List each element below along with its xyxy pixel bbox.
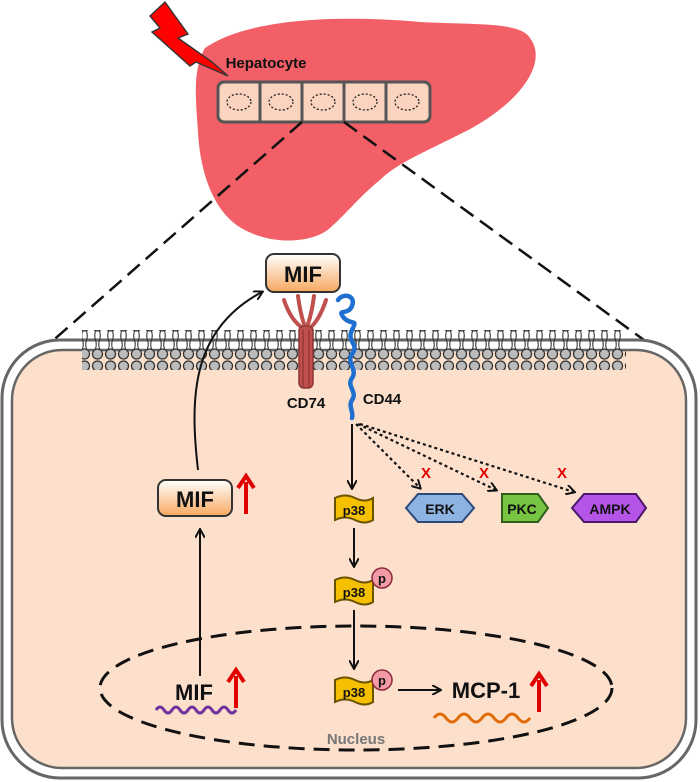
- cell-body: [10, 348, 688, 770]
- up-arrow-icon: [226, 666, 246, 708]
- nucleus: [98, 624, 614, 752]
- hepatocyte-cells: [216, 80, 432, 124]
- zoom-line-left: [7, 121, 303, 381]
- block-x-icon: X: [479, 465, 489, 482]
- block-x-icon: X: [421, 465, 431, 482]
- hepatocyte-label: Hepatocyte: [226, 55, 307, 72]
- mif-nuclear-label: MIF: [175, 680, 213, 705]
- up-arrow-icon: [236, 472, 256, 514]
- cd74-label: CD74: [287, 395, 326, 412]
- mcp1-label: MCP-1: [452, 678, 520, 703]
- pkc-node: [501, 493, 550, 523]
- cd74-receptor: [282, 294, 328, 389]
- mif-extracellular-label: MIF: [284, 262, 322, 287]
- phosphate-icon: [371, 669, 393, 691]
- p38-phospho-node: [334, 576, 374, 606]
- arrow-mif-secretion: [193, 292, 263, 471]
- lightning-bolt-icon: [149, 0, 229, 77]
- cd44-receptor: [335, 293, 357, 421]
- phosphate-label: p: [378, 673, 386, 688]
- mcp1-mrna-icon: [432, 712, 532, 724]
- p38-node: [334, 494, 374, 524]
- ampk-node: [570, 493, 648, 523]
- mif-mrna-icon: [154, 705, 238, 715]
- arrow-cd44-to-pkc: [357, 423, 496, 490]
- phosphate-icon: [371, 567, 393, 589]
- phosphate-label: p: [378, 571, 386, 586]
- erk-label: ERK: [425, 501, 455, 517]
- arrow-cd44-to-ampk: [359, 422, 574, 492]
- p38-label: p38: [343, 685, 365, 700]
- liver-shape: [195, 18, 536, 241]
- nucleus-label: Nucleus: [327, 731, 385, 748]
- pkc-label: PKC: [507, 501, 537, 517]
- p38-nuclear-node: [334, 676, 374, 706]
- p38-label: p38: [343, 503, 365, 518]
- mif-extracellular-box: [265, 253, 341, 293]
- liver: [195, 18, 536, 241]
- erk-node: [404, 493, 476, 523]
- block-x-icon: X: [557, 465, 567, 482]
- mif-cytoplasm-box: [157, 479, 233, 517]
- up-arrow-icon: [529, 670, 549, 712]
- cd44-label: CD44: [363, 391, 402, 408]
- p38-label: p38: [343, 585, 365, 600]
- mif-cytoplasm-label: MIF: [176, 487, 214, 512]
- ampk-label: AMPK: [589, 501, 630, 517]
